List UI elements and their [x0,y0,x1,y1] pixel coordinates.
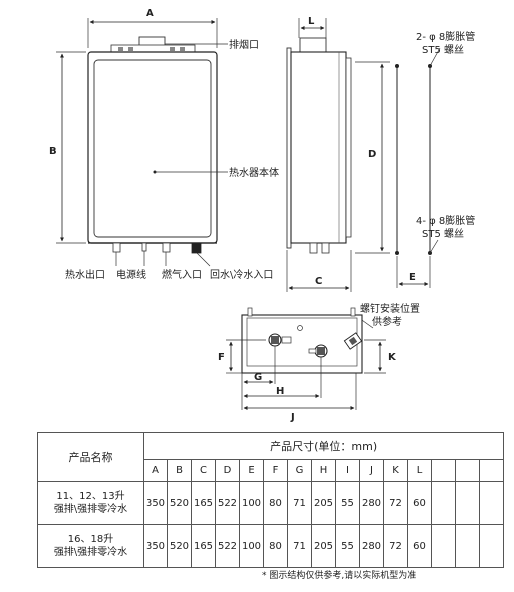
dim-h-label: H [276,386,284,397]
bolt-bottom-screw: ST5 螺丝 [422,228,464,240]
value-empty [455,481,480,525]
dim-e-label: E [409,272,416,283]
product-model: 11、12、13升 [56,491,125,502]
value-cell: 80 [263,481,288,525]
value-cell: 55 [335,481,360,525]
value-cell: 60 [407,481,432,525]
screw-position-note: 供参考 [372,315,402,328]
dim-k-label: K [388,352,397,363]
power-cord-label: 电源线 [116,268,146,281]
table-row: 16、18升 强排\强排零冷水 350 520 165 522 100 80 7… [37,524,505,568]
col-header: D [215,459,240,482]
value-empty [431,524,456,568]
value-cell: 350 [143,524,168,568]
front-view: A B 排烟口 热水器本体 热水出口 电源线 燃气入口 [49,8,279,281]
footnote: * 图示结构仅供参考,请以实际机型为准 [262,571,417,581]
col-header: A [143,459,168,482]
col-header: K [383,459,408,482]
product-type: 强排\强排零冷水 [53,504,128,515]
dim-b-label: B [49,146,57,157]
col-empty [478,459,505,482]
bottom-view: 螺钉安装位置 供参考 K F G [218,302,420,423]
value-empty [478,524,505,568]
dim-j-label: J [290,412,295,423]
value-cell: 55 [335,524,360,568]
product-type: 强排\强排零冷水 [53,547,128,558]
dim-l-label: L [308,16,315,27]
hot-water-outlet-label: 热水出口 [65,268,105,281]
value-cell: 520 [167,524,192,568]
col-header: L [407,459,432,482]
table-row: 11、12、13升 强排\强排零冷水 350 520 165 522 100 8… [37,481,505,525]
col-header: E [239,459,264,482]
value-cell: 80 [263,524,288,568]
value-cell: 71 [287,481,312,525]
gas-inlet-label: 燃气入口 [162,268,202,281]
col-empty [455,459,480,482]
value-empty [455,524,480,568]
dim-d-label: D [368,149,376,160]
col-header: G [287,459,312,482]
product-name-cell: 11、12、13升 强排\强排零冷水 [37,481,144,525]
water-inlet-label: 回水\冷水入口 [210,268,273,281]
value-cell: 280 [359,481,384,525]
value-cell: 205 [311,524,336,568]
col-header: H [311,459,336,482]
mounting-view: 2- φ 8膨胀管 ST5 螺丝 4- φ 8膨胀管 ST5 螺丝 E [395,30,475,288]
bolt-top-screw: ST5 螺丝 [422,44,464,56]
dimension-drawing: A B 排烟口 热水器本体 热水出口 电源线 燃气入口 [49,8,475,423]
dim-c-label: C [315,276,322,287]
dim-g-label: G [254,372,262,383]
value-cell: 522 [215,524,240,568]
value-cell: 100 [239,524,264,568]
spec-table: 产品名称 产品尺寸(单位：mm) A B C D E F G H I J K L… [37,432,505,568]
bolt-top-spec: 2- φ 8膨胀管 [416,30,475,43]
value-cell: 165 [191,481,216,525]
col-header: B [167,459,192,482]
value-cell: 280 [359,524,384,568]
value-cell: 72 [383,481,408,525]
value-cell: 165 [191,524,216,568]
body-label: 热水器本体 [229,166,279,179]
col-empty [431,459,456,482]
value-cell: 205 [311,481,336,525]
value-cell: 100 [239,481,264,525]
col-header: I [335,459,360,482]
product-name-header: 产品名称 [37,432,144,482]
value-cell: 71 [287,524,312,568]
product-size-header: 产品尺寸(单位：mm) [142,432,505,460]
col-header: F [263,459,288,482]
value-empty [478,481,505,525]
col-header: C [191,459,216,482]
product-name-cell: 16、18升 强排\强排零冷水 [37,524,144,568]
bolt-bottom-spec: 4- φ 8膨胀管 [416,214,475,227]
table-header-row: 产品名称 产品尺寸(单位：mm) [37,432,505,482]
product-model: 16、18升 [67,534,114,545]
value-empty [431,481,456,525]
value-cell: 60 [407,524,432,568]
value-cell: 520 [167,481,192,525]
exhaust-label: 排烟口 [229,38,259,51]
value-cell: 522 [215,481,240,525]
side-view: L C D [286,16,390,292]
value-cell: 72 [383,524,408,568]
screw-position-label: 螺钉安装位置 [360,302,420,315]
dim-f-label: F [218,352,225,363]
dim-a-label: A [146,8,154,19]
col-header: J [359,459,384,482]
value-cell: 350 [143,481,168,525]
